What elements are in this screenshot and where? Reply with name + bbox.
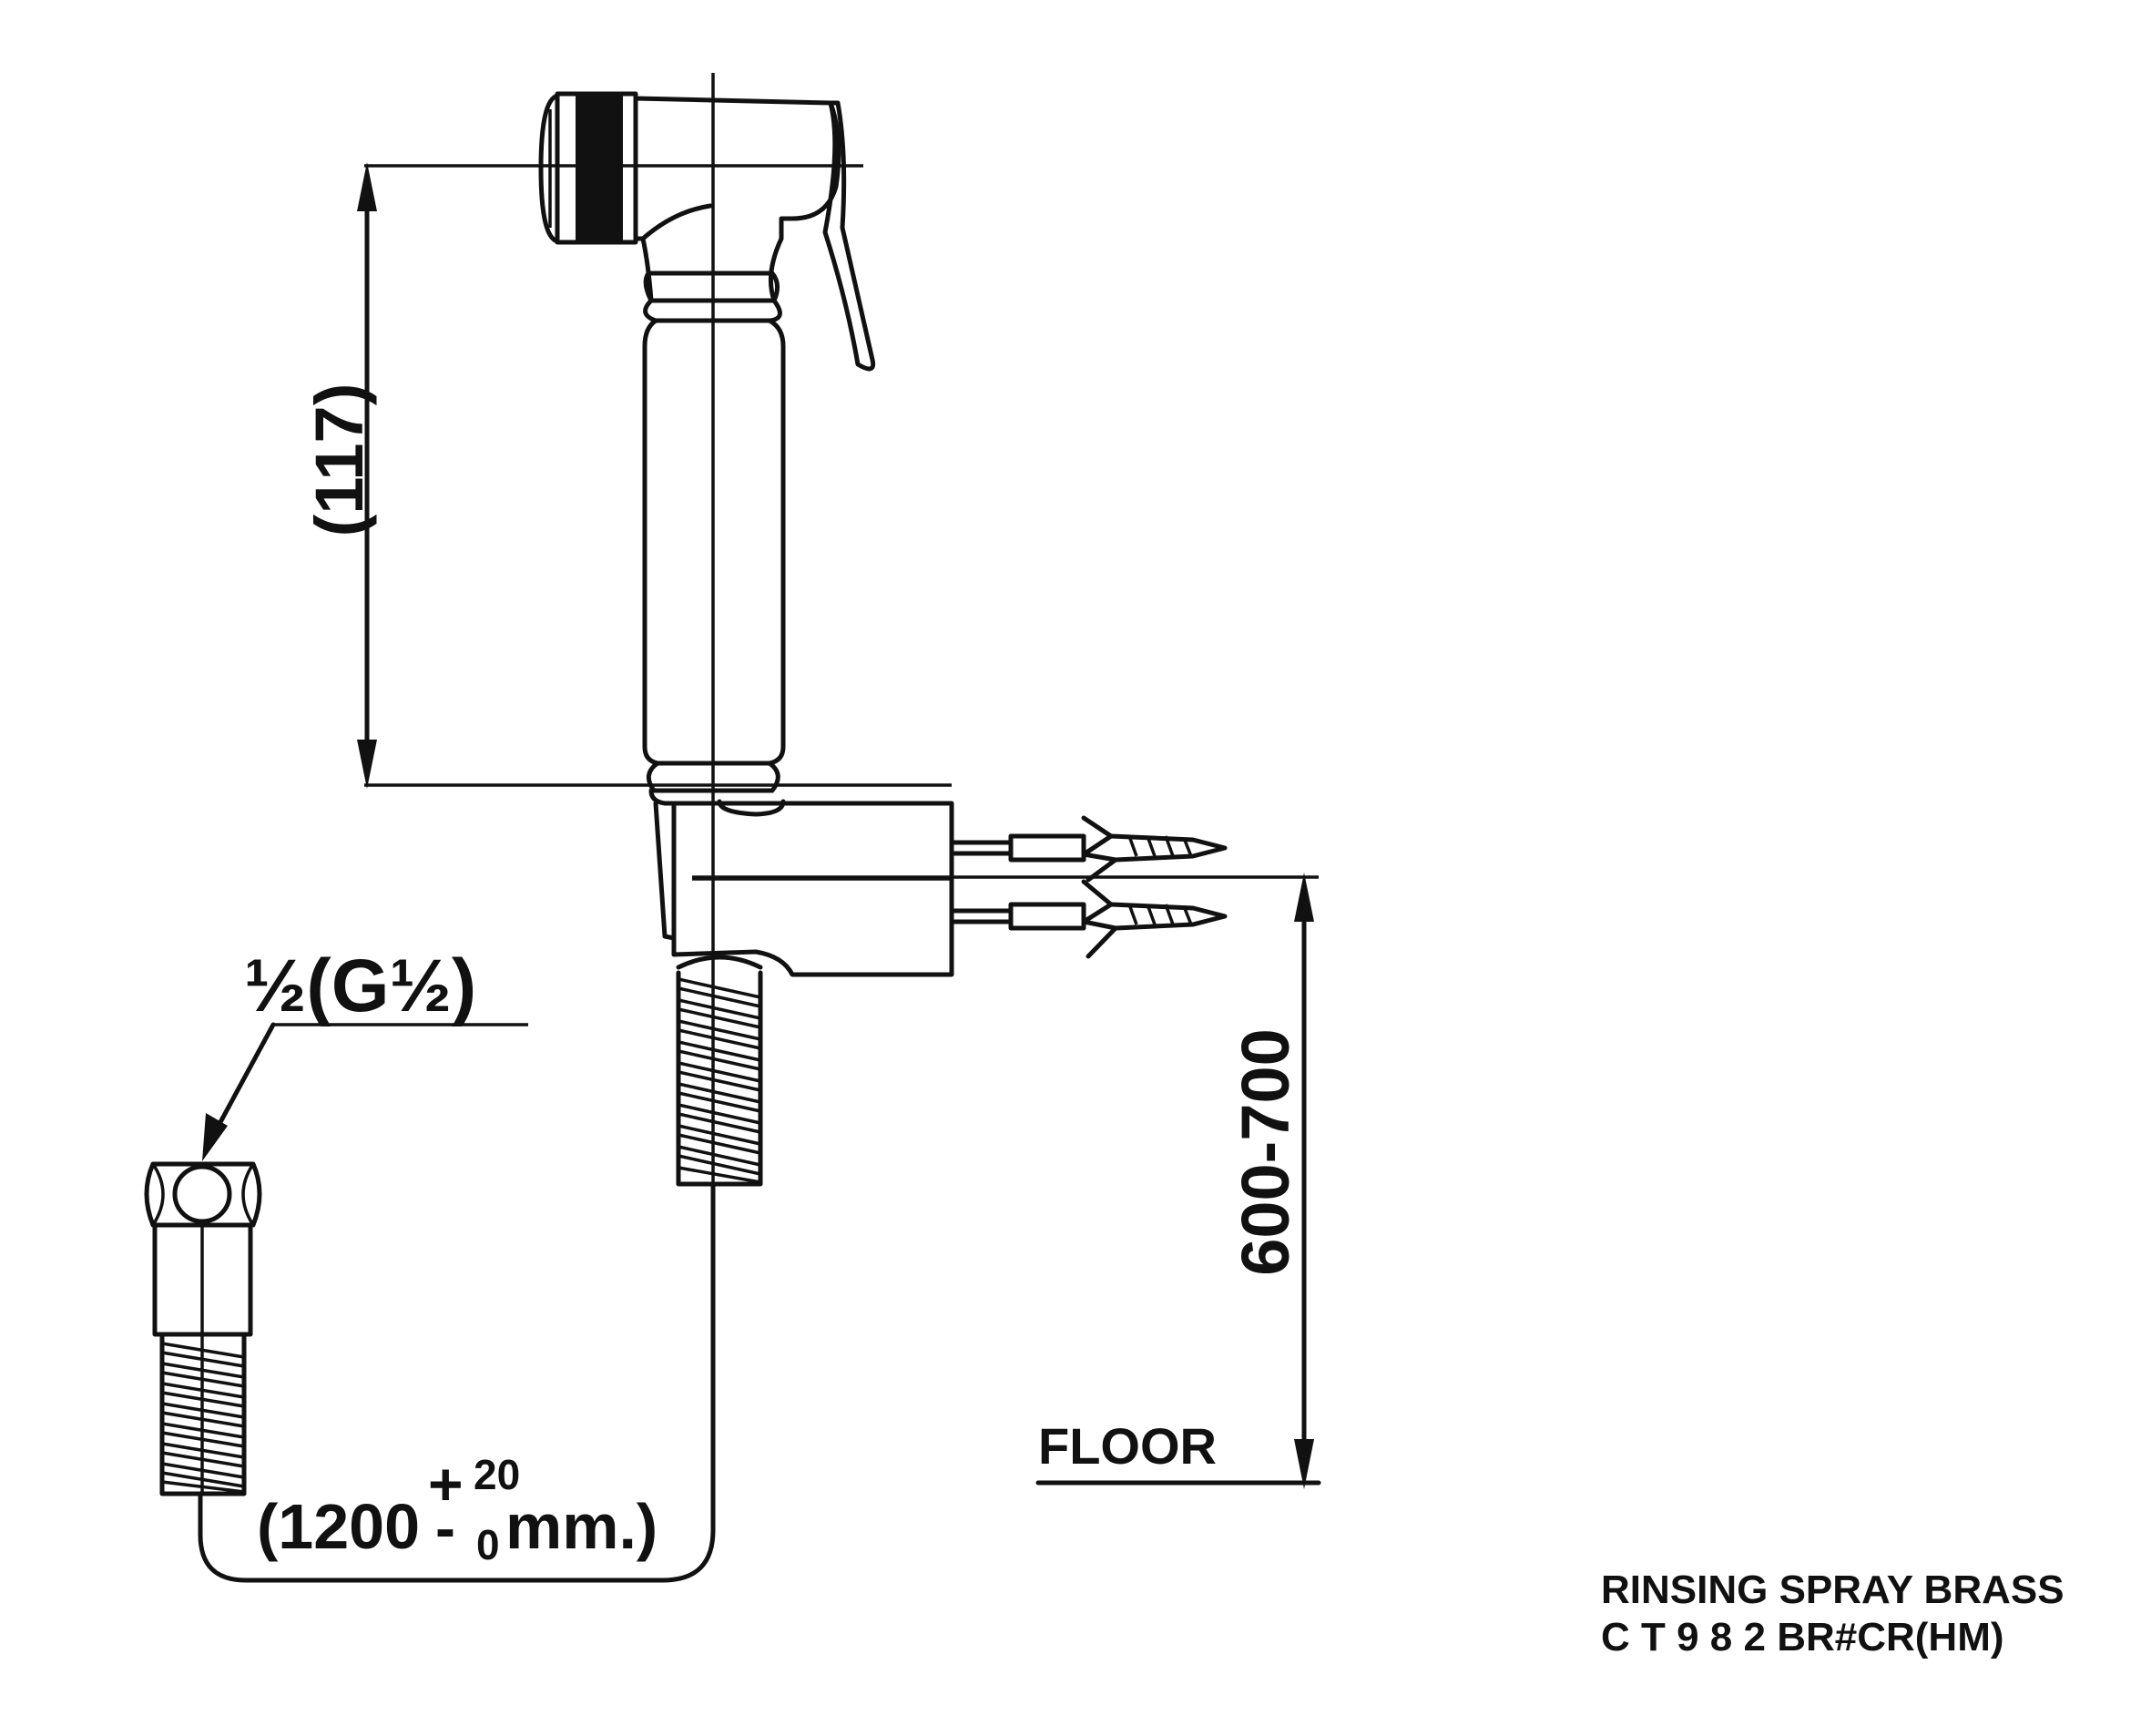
- wall-screw-bottom: [949, 879, 1228, 959]
- wall-screw-top: [949, 815, 1228, 883]
- connector-label: ½(G½): [244, 945, 476, 1027]
- hose-tolerance-plus-value: 20: [474, 1451, 520, 1498]
- connector-callout: [202, 1022, 528, 1161]
- product-code: C T 9 8 2 BR#CR(HM): [1601, 1615, 2004, 1659]
- hose-line: [198, 1181, 716, 1583]
- dimension-handle-height: [357, 162, 952, 789]
- hose-length-main: (1200: [257, 1491, 420, 1562]
- hose-length-unit: mm.): [505, 1491, 658, 1562]
- hose-length-label: (1200 + 20 - 0 mm.): [257, 1450, 658, 1568]
- hose-tolerance-plus-sign: +: [428, 1450, 464, 1517]
- dimension-mount-height: [692, 873, 1321, 1489]
- product-title: RINSING SPRAY BRASS: [1601, 1568, 2064, 1612]
- hose-top-coil: [676, 955, 763, 1187]
- hose-tolerance-minus-value: 0: [476, 1521, 500, 1568]
- spray-head: [538, 91, 876, 372]
- hose-tolerance-minus-sign: -: [435, 1494, 455, 1561]
- handle-height-label: (117): [301, 383, 377, 537]
- hose-end-nut: [144, 1161, 262, 1496]
- wall-bracket: [648, 788, 954, 977]
- mount-height-label: 600-700: [1228, 1028, 1303, 1276]
- floor-label: FLOOR: [1038, 1417, 1217, 1475]
